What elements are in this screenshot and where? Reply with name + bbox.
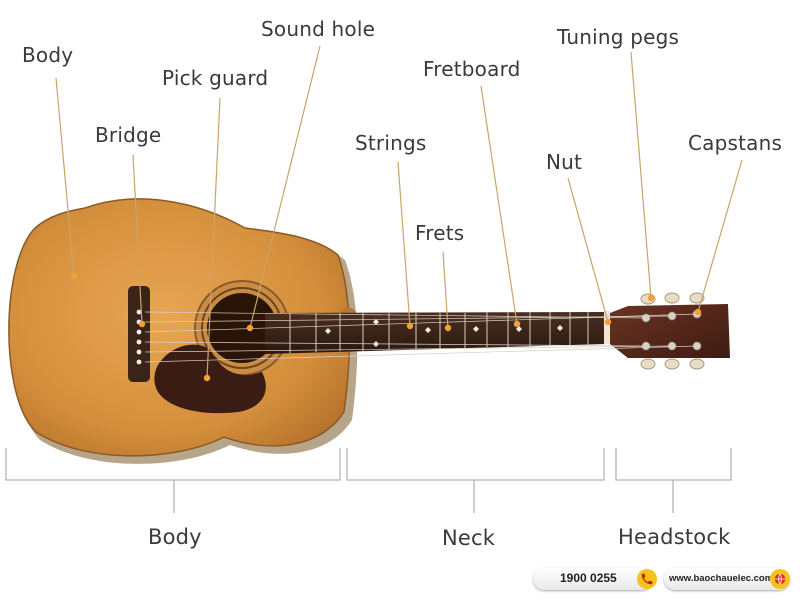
sound-hole: [207, 293, 277, 363]
section-brackets: [5, 448, 732, 513]
label-pick-guard: Pick guard: [162, 66, 269, 90]
label-capstans: Capstans: [688, 131, 783, 155]
label-fretboard: Fretboard: [423, 57, 521, 81]
pick-guard-shape: [154, 344, 266, 414]
label-strings: Strings: [355, 131, 427, 155]
label-sound-hole: Sound hole: [261, 17, 376, 41]
nut-shape: [604, 311, 610, 344]
leader-lines: [55, 45, 743, 379]
footer-phone-pill: [533, 568, 653, 590]
footer-phone: 1900 0255: [560, 571, 617, 585]
label-tuning-pegs: Tuning pegs: [557, 25, 680, 49]
section-label-neck: Neck: [442, 526, 496, 550]
footer-website-pill: [664, 568, 790, 590]
phone-icon: [637, 569, 657, 589]
footer-website: www.baochauelec.com: [669, 573, 774, 584]
label-body: Body: [22, 43, 74, 67]
globe-icon: [770, 569, 790, 589]
label-bridge: Bridge: [95, 123, 162, 147]
section-label-body: Body: [148, 525, 202, 549]
marker-dots: [70, 272, 702, 382]
section-label-headstock: Headstock: [618, 525, 731, 549]
label-nut: Nut: [546, 150, 583, 174]
label-frets: Frets: [415, 221, 465, 245]
